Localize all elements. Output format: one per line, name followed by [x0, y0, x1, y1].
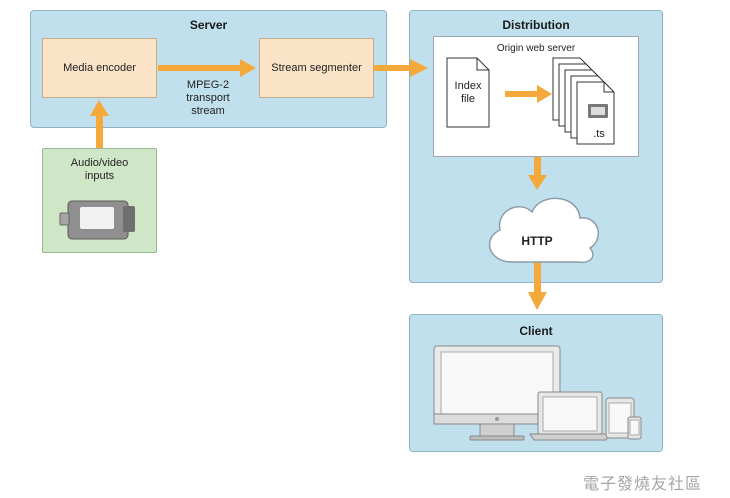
arrow-cloud-to-client: [534, 262, 541, 294]
ts-label: .ts: [593, 128, 605, 140]
index-file-label: Index file: [448, 80, 488, 106]
transport-line-2: transport: [186, 92, 230, 104]
arrowhead-inputs-to-encoder: [90, 100, 109, 116]
laptop-icon: [529, 391, 611, 441]
arrow-encoder-to-segmenter: [158, 65, 242, 71]
index-file-icon: [446, 57, 490, 128]
imac-icon: [433, 345, 561, 441]
origin-web-server-label: Origin web server: [496, 43, 576, 54]
arrow-index-to-ts: [505, 91, 539, 97]
arrowhead-cloud-to-client: [528, 292, 547, 310]
inputs-line-2: inputs: [84, 170, 115, 182]
transport-stream-label: MPEG-2 transport stream: [168, 79, 248, 118]
inputs-label: Audio/video inputs: [43, 157, 156, 183]
server-title: Server: [189, 18, 228, 32]
index-file-line-2: file: [460, 93, 476, 105]
arrowhead-index-to-ts: [537, 85, 552, 103]
index-file-line-1: Index: [454, 80, 482, 92]
arrow-origin-to-cloud: [534, 157, 541, 177]
phone-icon: [627, 416, 642, 440]
arrowhead-origin-to-cloud: [528, 175, 547, 190]
media-encoder-box: Media encoder: [42, 38, 157, 98]
stream-segmenter-box: Stream segmenter: [259, 38, 374, 98]
distribution-title: Distribution: [502, 18, 570, 32]
arrow-inputs-to-encoder: [96, 114, 103, 148]
client-title: Client: [519, 324, 553, 338]
cloud-icon: [488, 197, 600, 264]
ts-film-icon: [588, 104, 608, 118]
transport-line-3: stream: [191, 105, 225, 117]
arrowhead-segmenter-to-distribution: [410, 59, 428, 77]
camcorder-icon: [59, 200, 135, 240]
http-label: HTTP: [521, 234, 553, 248]
ts-segment-stack-icon: [552, 57, 615, 145]
arrow-segmenter-to-distribution: [374, 65, 412, 71]
inputs-line-1: Audio/video: [70, 157, 129, 169]
arrowhead-encoder-to-segmenter: [240, 59, 256, 77]
watermark-text: 電子發燒友社區: [583, 476, 703, 493]
transport-line-1: MPEG-2: [186, 79, 230, 91]
